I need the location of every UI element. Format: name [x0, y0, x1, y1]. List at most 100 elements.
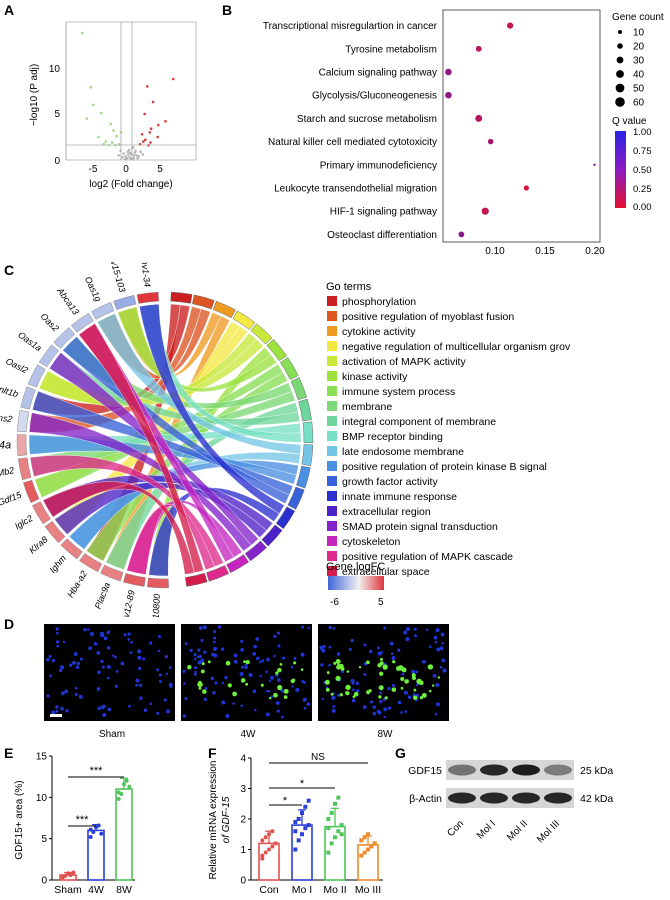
go-term-label: extracellular region: [342, 506, 431, 518]
nucleus-dot: [193, 672, 197, 676]
go-term-swatch: [327, 386, 337, 396]
nucleus-dot: [107, 664, 111, 669]
nucleus-dot: [270, 675, 274, 680]
volcano-point: [124, 155, 128, 158]
chord-ribbon: [97, 313, 302, 455]
blot-row-label: GDF15: [408, 765, 442, 777]
data-point: [369, 844, 374, 849]
nucleus-dot: [410, 669, 416, 674]
nucleus-dot: [128, 704, 131, 708]
gdf15-signal: [227, 683, 232, 688]
nucleus-dot: [252, 651, 257, 656]
nucleus-dot: [328, 625, 333, 630]
gdf15-signal: [345, 691, 350, 696]
nucleus-dot: [217, 625, 222, 629]
go-term-swatch: [327, 431, 337, 441]
volcano-point: [132, 156, 135, 160]
data-point: [263, 850, 268, 855]
go-term-swatch: [327, 296, 337, 306]
kegg-dot: [507, 22, 514, 29]
gene-label: Oas1a: [16, 330, 43, 354]
f-ylabel-line1: Relative mRNA expression: [208, 761, 219, 880]
nucleus-dot: [351, 698, 356, 703]
nucleus-dot: [101, 665, 105, 669]
gdf15-signal: [400, 676, 405, 682]
data-point: [326, 850, 331, 855]
gene-sector: [16, 434, 28, 457]
nucleus-dot: [428, 645, 432, 649]
category-label: 8W: [116, 884, 132, 896]
gene-sector: [16, 409, 30, 433]
micro-panel-8w: [318, 624, 449, 721]
gene-count-legend-dot: [615, 83, 625, 93]
gene-count-legend-dot: [616, 56, 624, 64]
gdf15-signal: [379, 661, 384, 666]
micro-panel-sham: [44, 624, 175, 721]
volcano-point: [137, 155, 141, 158]
sig-label: *: [300, 778, 305, 790]
blot-lane-label: Mol II: [505, 818, 530, 843]
nucleus-dot: [425, 628, 429, 632]
data-point: [127, 784, 132, 789]
gene-sector: [20, 386, 36, 410]
gene-sector: [53, 327, 76, 349]
gdf15-signal: [243, 660, 246, 664]
nucleus-dot: [435, 702, 440, 707]
nucleus-dot: [64, 689, 69, 694]
category-label: Sham: [54, 884, 82, 896]
nucleus-dot: [267, 690, 271, 693]
gdf15-signal: [379, 657, 383, 661]
go-term-label: positive regulation of myoblast fusion: [342, 311, 514, 323]
nucleus-dot: [397, 648, 401, 652]
nucleus-dot: [383, 626, 387, 630]
volcano-point: [92, 103, 95, 107]
blot-row-label: β-Actin: [409, 793, 442, 805]
nucleus-dot: [96, 687, 101, 691]
nucleus-dot: [320, 663, 324, 667]
data-point: [260, 856, 265, 861]
gdf15-signal: [428, 689, 432, 693]
go-term-label: membrane: [342, 401, 392, 413]
nucleus-dot: [142, 657, 146, 661]
nucleus-dot: [328, 645, 332, 649]
gene-sector: [147, 577, 169, 589]
data-point: [362, 835, 367, 840]
nucleus-dot: [383, 707, 388, 712]
q-tick-1: 0.75: [633, 146, 652, 157]
go-term-label: late endosome membrane: [342, 446, 464, 458]
nucleus-dot: [60, 707, 64, 711]
nucleus-dot: [129, 651, 133, 654]
gene-label: Ighv1-34: [138, 262, 152, 288]
gdf15-signal: [283, 695, 288, 700]
data-point: [99, 831, 104, 836]
nucleus-dot: [331, 708, 336, 713]
go-term-sector: [261, 524, 283, 547]
nucleus-dot: [273, 654, 276, 658]
nucleus-dot: [123, 633, 127, 637]
go-term-swatch: [327, 341, 337, 351]
gene-sector: [91, 302, 115, 320]
panel-label-c: C: [4, 262, 15, 278]
nucleus-dot: [301, 679, 304, 683]
micro-label-sham: Sham: [99, 729, 125, 740]
go-term-sector: [192, 294, 215, 310]
blot-strip: [446, 760, 574, 780]
go-term-sector: [266, 338, 288, 362]
data-point: [124, 778, 129, 783]
ytick-label: 1: [240, 845, 246, 856]
blot-lane-label: Con: [445, 818, 466, 839]
ytick-label: 15: [36, 752, 48, 763]
blot-band: [448, 792, 476, 804]
kegg-pathway-label: Transcriptional misregulartion in cancer: [263, 21, 438, 32]
go-term-sector: [298, 398, 312, 422]
nucleus-dot: [157, 634, 162, 639]
volcano-point: [156, 135, 159, 139]
nucleus-dot: [46, 658, 50, 662]
nucleus-dot: [397, 700, 402, 705]
gdf15-signal: [391, 687, 397, 692]
nucleus-dot: [55, 627, 59, 631]
blot-lane-label: Mol I: [475, 818, 498, 841]
data-point: [96, 823, 101, 828]
gene-label: Dynlt1b: [0, 381, 19, 399]
nucleus-dot: [400, 711, 403, 714]
